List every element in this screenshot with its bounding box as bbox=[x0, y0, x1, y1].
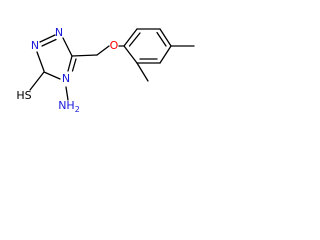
atom-nh2-text: NH bbox=[58, 99, 75, 112]
atom-sh-label: HS bbox=[16, 89, 31, 102]
bond-ar-4d bbox=[156, 31, 167, 47]
bond-n4-c5 bbox=[43, 71, 61, 80]
atom-n2-label: N bbox=[55, 26, 63, 39]
bond-methyl-ortho bbox=[136, 62, 149, 82]
bond-ar-4 bbox=[159, 28, 172, 47]
bond-ar-6d bbox=[128, 32, 141, 47]
bond-c5-n1 bbox=[36, 51, 45, 72]
atom-n4-label: N bbox=[62, 72, 70, 85]
bond-n1-n2-double bbox=[41, 38, 57, 47]
atom-o-label: O bbox=[110, 39, 119, 52]
molecule-structure: N N N O HS NH2 bbox=[16, 26, 195, 114]
atom-n1-label: N bbox=[31, 39, 39, 52]
bond-ar-6 bbox=[123, 28, 138, 47]
bond-n1-n2 bbox=[39, 34, 56, 43]
bond-ar-1 bbox=[123, 45, 138, 64]
bond-c3-n4-double bbox=[71, 58, 77, 72]
atom-nh2-label: NH2 bbox=[58, 99, 80, 114]
bond-c3-n4 bbox=[67, 55, 73, 72]
atom-nh2-subscript: 2 bbox=[75, 105, 80, 114]
bond-ar-3 bbox=[159, 45, 172, 64]
bond-n2-c3 bbox=[62, 37, 73, 57]
bond-c3-ch2 bbox=[71, 54, 98, 57]
bond-n4-nh2 bbox=[65, 86, 69, 101]
bond-c5-s bbox=[29, 71, 45, 91]
bond-ch2-o bbox=[96, 45, 110, 56]
